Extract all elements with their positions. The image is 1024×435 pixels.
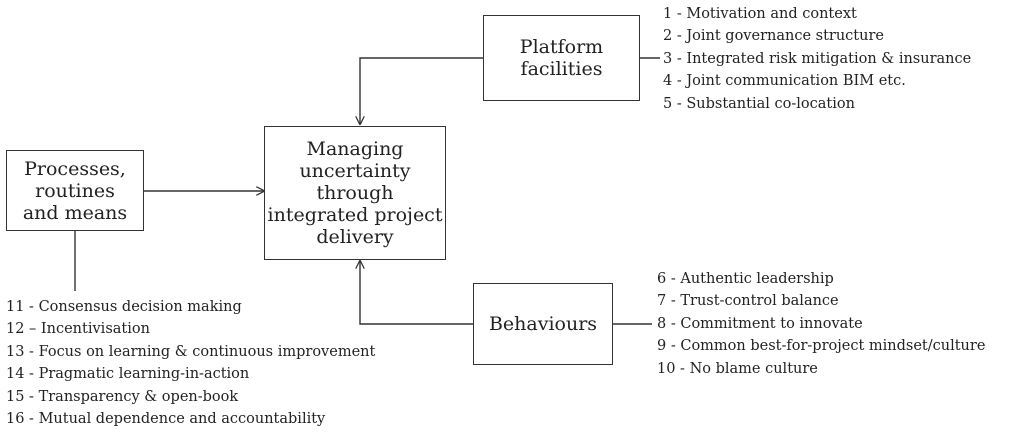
platform-facilities-label: Platform facilities	[519, 36, 604, 80]
list-item: 15 - Transparency & open-book	[6, 388, 239, 405]
list-item: 13 - Focus on learning & continuous impr…	[6, 343, 376, 360]
behaviours-label: Behaviours	[488, 313, 598, 335]
list-item: 14 - Pragmatic learning-in-action	[6, 366, 250, 383]
processes-label: Processes, routines and means	[22, 157, 128, 224]
platform-factor-list: 1 - Motivation and context 2 - Joint gov…	[663, 3, 971, 115]
list-item: 16 - Mutual dependence and accountabilit…	[6, 411, 326, 428]
list-item: 6 - Authentic leadership	[657, 271, 834, 287]
process-factor-list: 11 - Consensus decision making 12 – Ince…	[6, 296, 375, 430]
list-item: 3 - Integrated risk mitigation & insuran…	[663, 50, 972, 67]
list-item: 2 - Joint governance structure	[663, 28, 884, 45]
central-node-label: Managing uncertainty through integrated …	[267, 138, 443, 248]
list-item: 8 - Commitment to innovate	[657, 315, 863, 332]
processes-node: Processes, routines and means	[6, 150, 144, 231]
list-item: 10 - No blame culture	[657, 360, 818, 377]
behaviours-node: Behaviours	[473, 283, 613, 365]
list-item: 7 - Trust-control balance	[657, 293, 839, 310]
behaviour-factor-list: 6 - Authentic leadership 7 - Trust-contr…	[657, 268, 985, 380]
list-item: 12 – Incentivisation	[6, 321, 150, 338]
connector-platform-to-central	[360, 57, 483, 124]
connector-behaviours-to-central	[360, 261, 473, 325]
platform-facilities-node: Platform facilities	[483, 15, 640, 101]
list-item: 9 - Common best-for-project mindset/cult…	[657, 338, 986, 355]
central-node: Managing uncertainty through integrated …	[264, 126, 446, 260]
list-item: 11 - Consensus decision making	[6, 299, 242, 315]
list-item: 4 - Joint communication BIM etc.	[663, 73, 906, 90]
list-item: 1 - Motivation and context	[663, 6, 857, 22]
list-item: 5 - Substantial co-location	[663, 95, 855, 112]
